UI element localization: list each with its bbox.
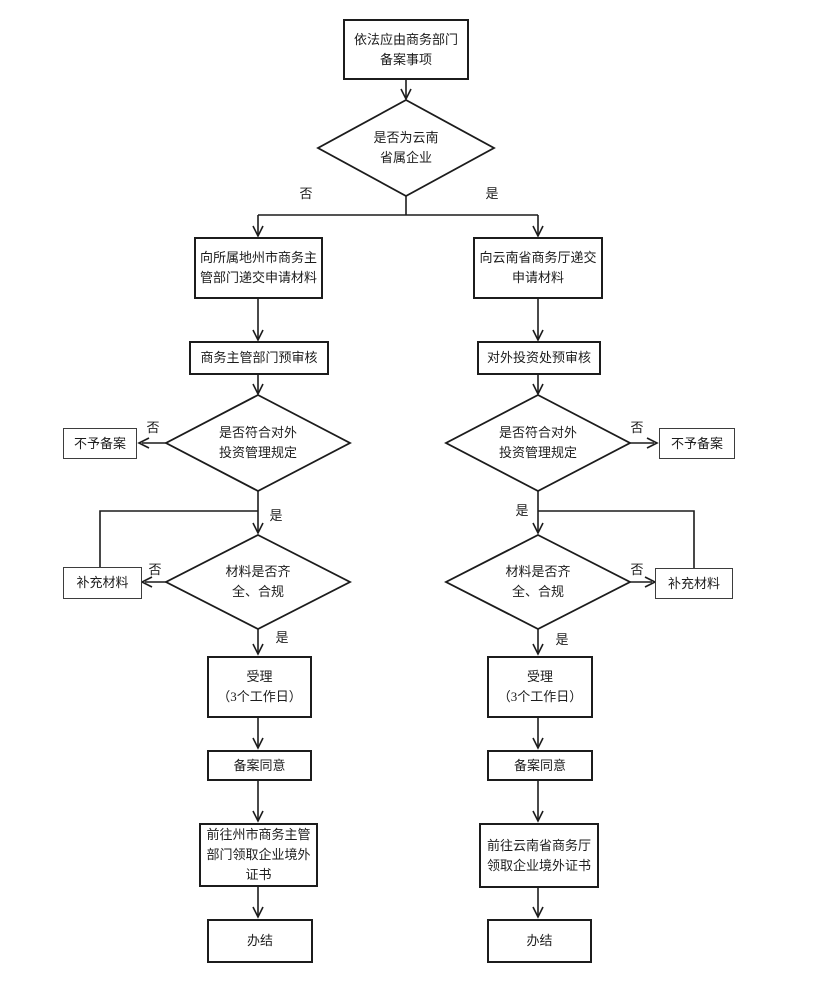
arrowhead-into-certificate-right: [532, 810, 544, 823]
arrowhead-into-certificate-left: [252, 810, 264, 823]
decision-compliance-left-shape: [164, 393, 352, 493]
accept-left-node: 受理 （3个工作日）: [207, 656, 312, 718]
decision-compliance-right-shape: [444, 393, 632, 493]
arrowhead-into-preview-left: [252, 329, 264, 342]
label-yes-province: 是: [485, 186, 499, 201]
preview-city-node: 商务主管部门预审核: [189, 341, 329, 375]
edge-supplement-feedback-right: [538, 510, 695, 568]
reject-left-node: 不予备案: [63, 428, 137, 459]
submit-city-node: 向所属地州市商务主 管部门递交申请材料: [194, 237, 323, 299]
certificate-province-node: 前往云南省商务厅 领取企业境外证书: [479, 823, 599, 888]
preview-province-node: 对外投资处预审核: [477, 341, 601, 375]
label-yes-materials-left: 是: [275, 630, 289, 645]
supplement-right-node: 补充材料: [655, 568, 733, 599]
arrowhead-into-submit-city: [252, 225, 264, 238]
label-no-materials-left: 否: [148, 562, 162, 577]
label-yes-materials-right: 是: [555, 632, 569, 647]
arrowhead-into-reject-right: [646, 437, 659, 449]
arrowhead-into-decision3-right: [532, 522, 544, 535]
arrowhead-into-submit-province: [532, 225, 544, 238]
agree-right-node: 备案同意: [487, 750, 593, 781]
decision-materials-left-shape: [164, 533, 352, 631]
label-no-materials-right: 否: [630, 562, 644, 577]
arrowhead-into-accept-right: [532, 643, 544, 656]
agree-left-node: 备案同意: [207, 750, 312, 781]
label-no-compliance-left: 否: [146, 420, 160, 435]
start-node: 依法应由商务部门 备案事项: [343, 19, 469, 80]
decision-province-shape: [316, 98, 496, 198]
reject-right-node: 不予备案: [659, 428, 735, 459]
arrowhead-into-accept-left: [252, 643, 264, 656]
arrowhead-into-done-right: [532, 906, 544, 919]
supplement-left-node: 补充材料: [63, 567, 142, 599]
label-no-compliance-right: 否: [630, 420, 644, 435]
arrowhead-into-preview-right: [532, 329, 544, 342]
done-left-node: 办结: [207, 919, 313, 963]
arrowhead-into-decision3-left: [252, 522, 264, 535]
decision-materials-right-shape: [444, 533, 632, 631]
label-no-province: 否: [299, 186, 313, 201]
accept-right-node: 受理 （3个工作日）: [487, 656, 593, 718]
arrowhead-into-agree-right: [532, 737, 544, 750]
label-yes-compliance-right: 是: [515, 503, 529, 518]
arrowhead-into-agree-left: [252, 737, 264, 750]
arrowhead-into-done-left: [252, 906, 264, 919]
submit-province-node: 向云南省商务厅递交 申请材料: [473, 237, 603, 299]
certificate-city-node: 前往州市商务主管 部门领取企业境外 证书: [199, 823, 318, 887]
arrowhead-into-supplement-left: [140, 576, 153, 588]
label-yes-compliance-left: 是: [269, 508, 283, 523]
edge-supplement-feedback-left: [99, 510, 258, 567]
done-right-node: 办结: [487, 919, 592, 963]
arrowhead-into-reject-left: [137, 437, 150, 449]
